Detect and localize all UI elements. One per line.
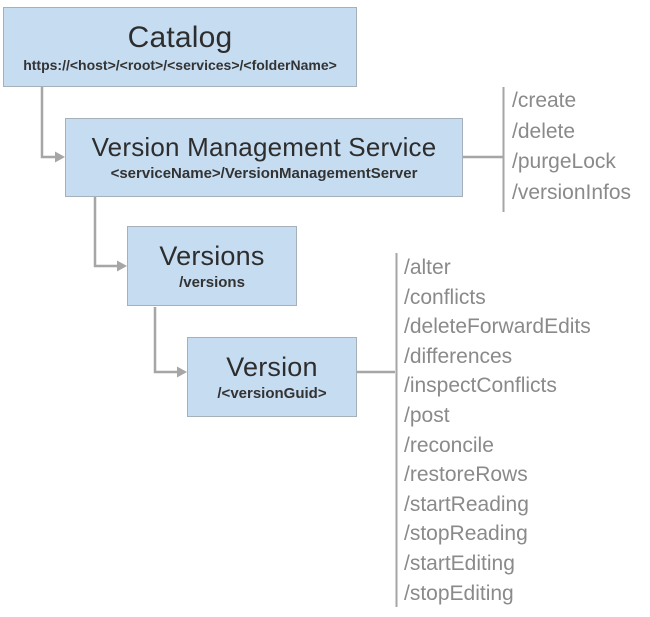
operation-item: /purgeLock bbox=[512, 150, 616, 173]
operation-item: /inspectConflicts bbox=[404, 374, 557, 398]
operation-item: /stopEditing bbox=[404, 581, 514, 605]
vms-operations-list: /create /delete /purgeLock /versionInfos bbox=[512, 86, 631, 208]
node-catalog-url: https://<host>/<root>/<services>/<folder… bbox=[23, 56, 337, 73]
node-catalog-title: Catalog bbox=[127, 21, 233, 55]
node-version-path: /<versionGuid> bbox=[217, 384, 327, 402]
arrowhead-catalog-to-vms-icon bbox=[55, 151, 65, 163]
operation-item: /deleteForwardEdits bbox=[404, 315, 591, 339]
node-version: Version /<versionGuid> bbox=[187, 337, 357, 417]
connector-versions-to-version bbox=[153, 307, 178, 374]
operation-item: /conflicts bbox=[404, 285, 486, 309]
operation-item: /restoreRows bbox=[404, 463, 528, 487]
connector-catalog-to-vms bbox=[40, 87, 56, 159]
operation-item: /startEditing bbox=[404, 551, 515, 575]
operation-item: /stopReading bbox=[404, 522, 528, 546]
node-version-title: Version bbox=[226, 352, 318, 383]
operation-item: /alter bbox=[404, 256, 451, 279]
connector-vms-to-versions bbox=[93, 197, 118, 268]
node-version-management-service: Version Management Service <serviceName>… bbox=[65, 118, 463, 197]
node-catalog: Catalog https://<host>/<root>/<services>… bbox=[3, 7, 357, 87]
operation-item: /reconcile bbox=[404, 433, 494, 457]
arrowhead-versions-to-version-icon bbox=[177, 366, 187, 378]
operation-item: /create bbox=[512, 89, 577, 112]
arrowhead-vms-to-versions-icon bbox=[117, 260, 127, 272]
operation-item: /post bbox=[404, 403, 450, 427]
node-versions-path: /versions bbox=[179, 273, 245, 291]
node-vms-path: <serviceName>/VersionManagementServer bbox=[110, 164, 418, 182]
operation-item: /delete bbox=[512, 119, 576, 143]
node-vms-title: Version Management Service bbox=[91, 132, 437, 163]
node-versions: Versions /versions bbox=[127, 226, 297, 306]
version-operations-list: /alter /conflicts /deleteForwardEdits /d… bbox=[404, 253, 591, 608]
operation-item: /differences bbox=[404, 344, 513, 368]
operation-item: /versionInfos bbox=[512, 180, 632, 204]
operation-item: /startReading bbox=[404, 492, 529, 516]
node-versions-title: Versions bbox=[159, 241, 265, 272]
